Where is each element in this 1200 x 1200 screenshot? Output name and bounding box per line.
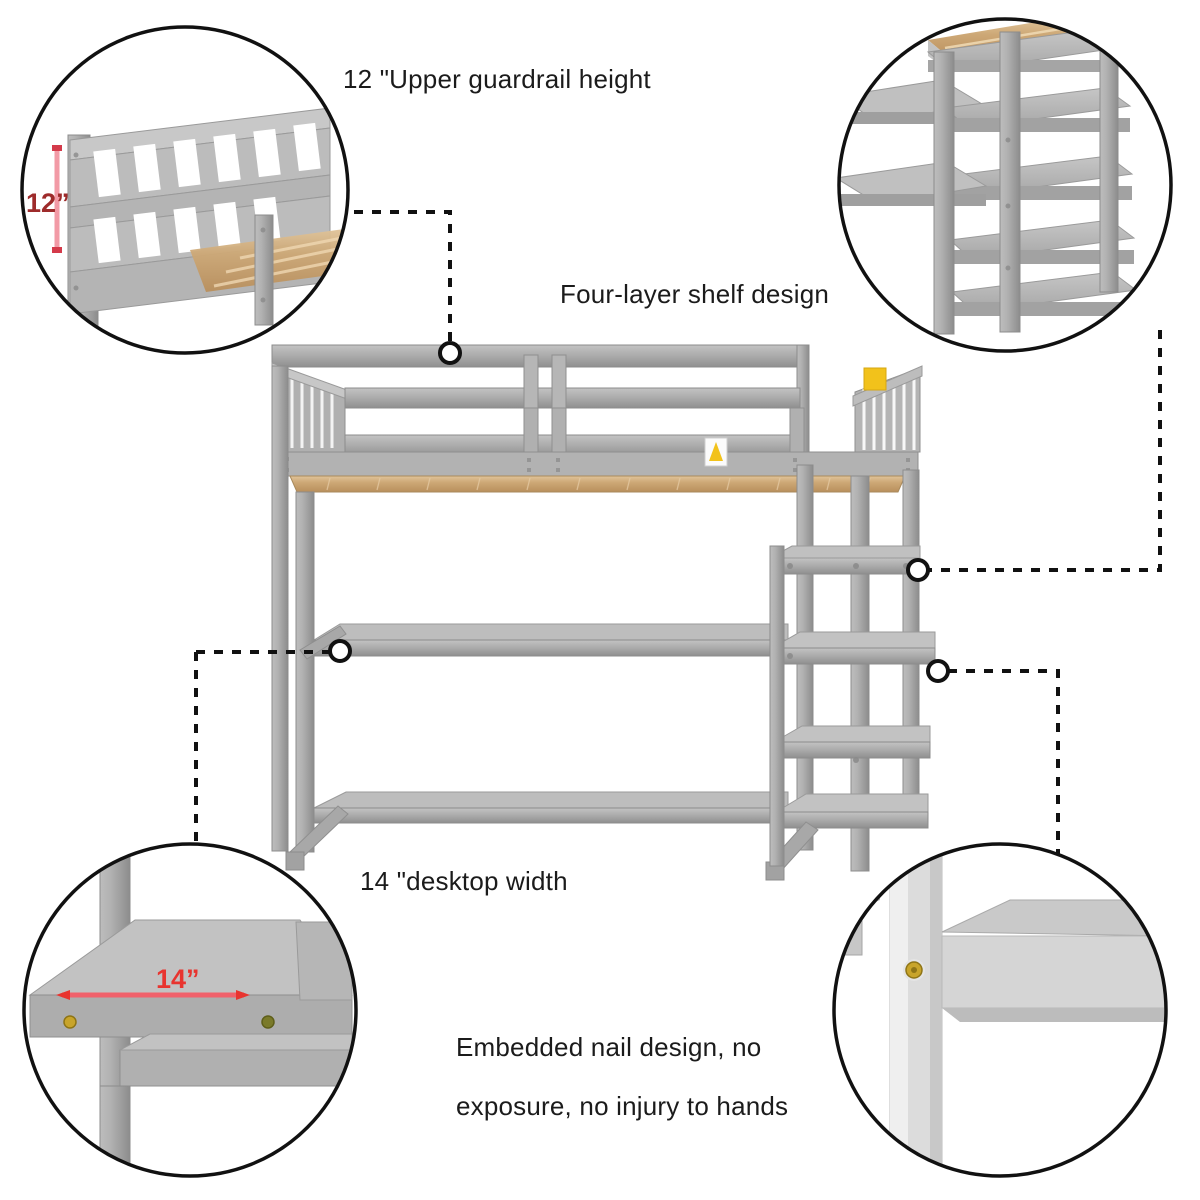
label-nail-design-line1: Embedded nail design, no xyxy=(456,1032,762,1062)
embedded-screw-icon xyxy=(903,959,925,981)
guardrail-dimension-line xyxy=(52,145,62,253)
four-layer-shelf-unit xyxy=(765,545,936,881)
warning-sticker-right xyxy=(863,367,887,391)
callout-lines xyxy=(194,210,1162,872)
label-desktop-width: 14 "desktop width xyxy=(360,866,568,896)
callout-marker-desktop xyxy=(328,639,352,663)
label-guardrail-height: 12 "Upper guardrail height xyxy=(343,64,651,94)
label-shelf-design: Four-layer shelf design xyxy=(560,279,830,309)
callout-marker-shelf xyxy=(906,558,930,582)
desktop-dimension-value: 14” xyxy=(156,964,200,994)
embedded-nail-detail-circle xyxy=(832,842,1168,1178)
label-nail-design-line2: exposure, no injury to hands xyxy=(456,1091,789,1121)
guardrail-dimension-value: 12” xyxy=(26,188,70,218)
warning-sticker-center xyxy=(704,437,728,467)
right-guardrail-slats xyxy=(852,365,923,453)
guardrail-detail-circle: 12” xyxy=(20,25,350,355)
desktop-width-detail-circle: 14” xyxy=(22,842,358,1178)
callout-marker-nail xyxy=(926,659,950,683)
callout-markers xyxy=(328,341,950,683)
left-guardrail-slats xyxy=(271,362,348,453)
desktop-dimension-line xyxy=(56,990,250,1000)
main-loft-bed-illustration xyxy=(271,344,936,881)
desk-assembly xyxy=(285,623,789,871)
callout-marker-guardrail xyxy=(438,341,462,365)
four-layer-shelf-detail-circle xyxy=(837,17,1173,353)
